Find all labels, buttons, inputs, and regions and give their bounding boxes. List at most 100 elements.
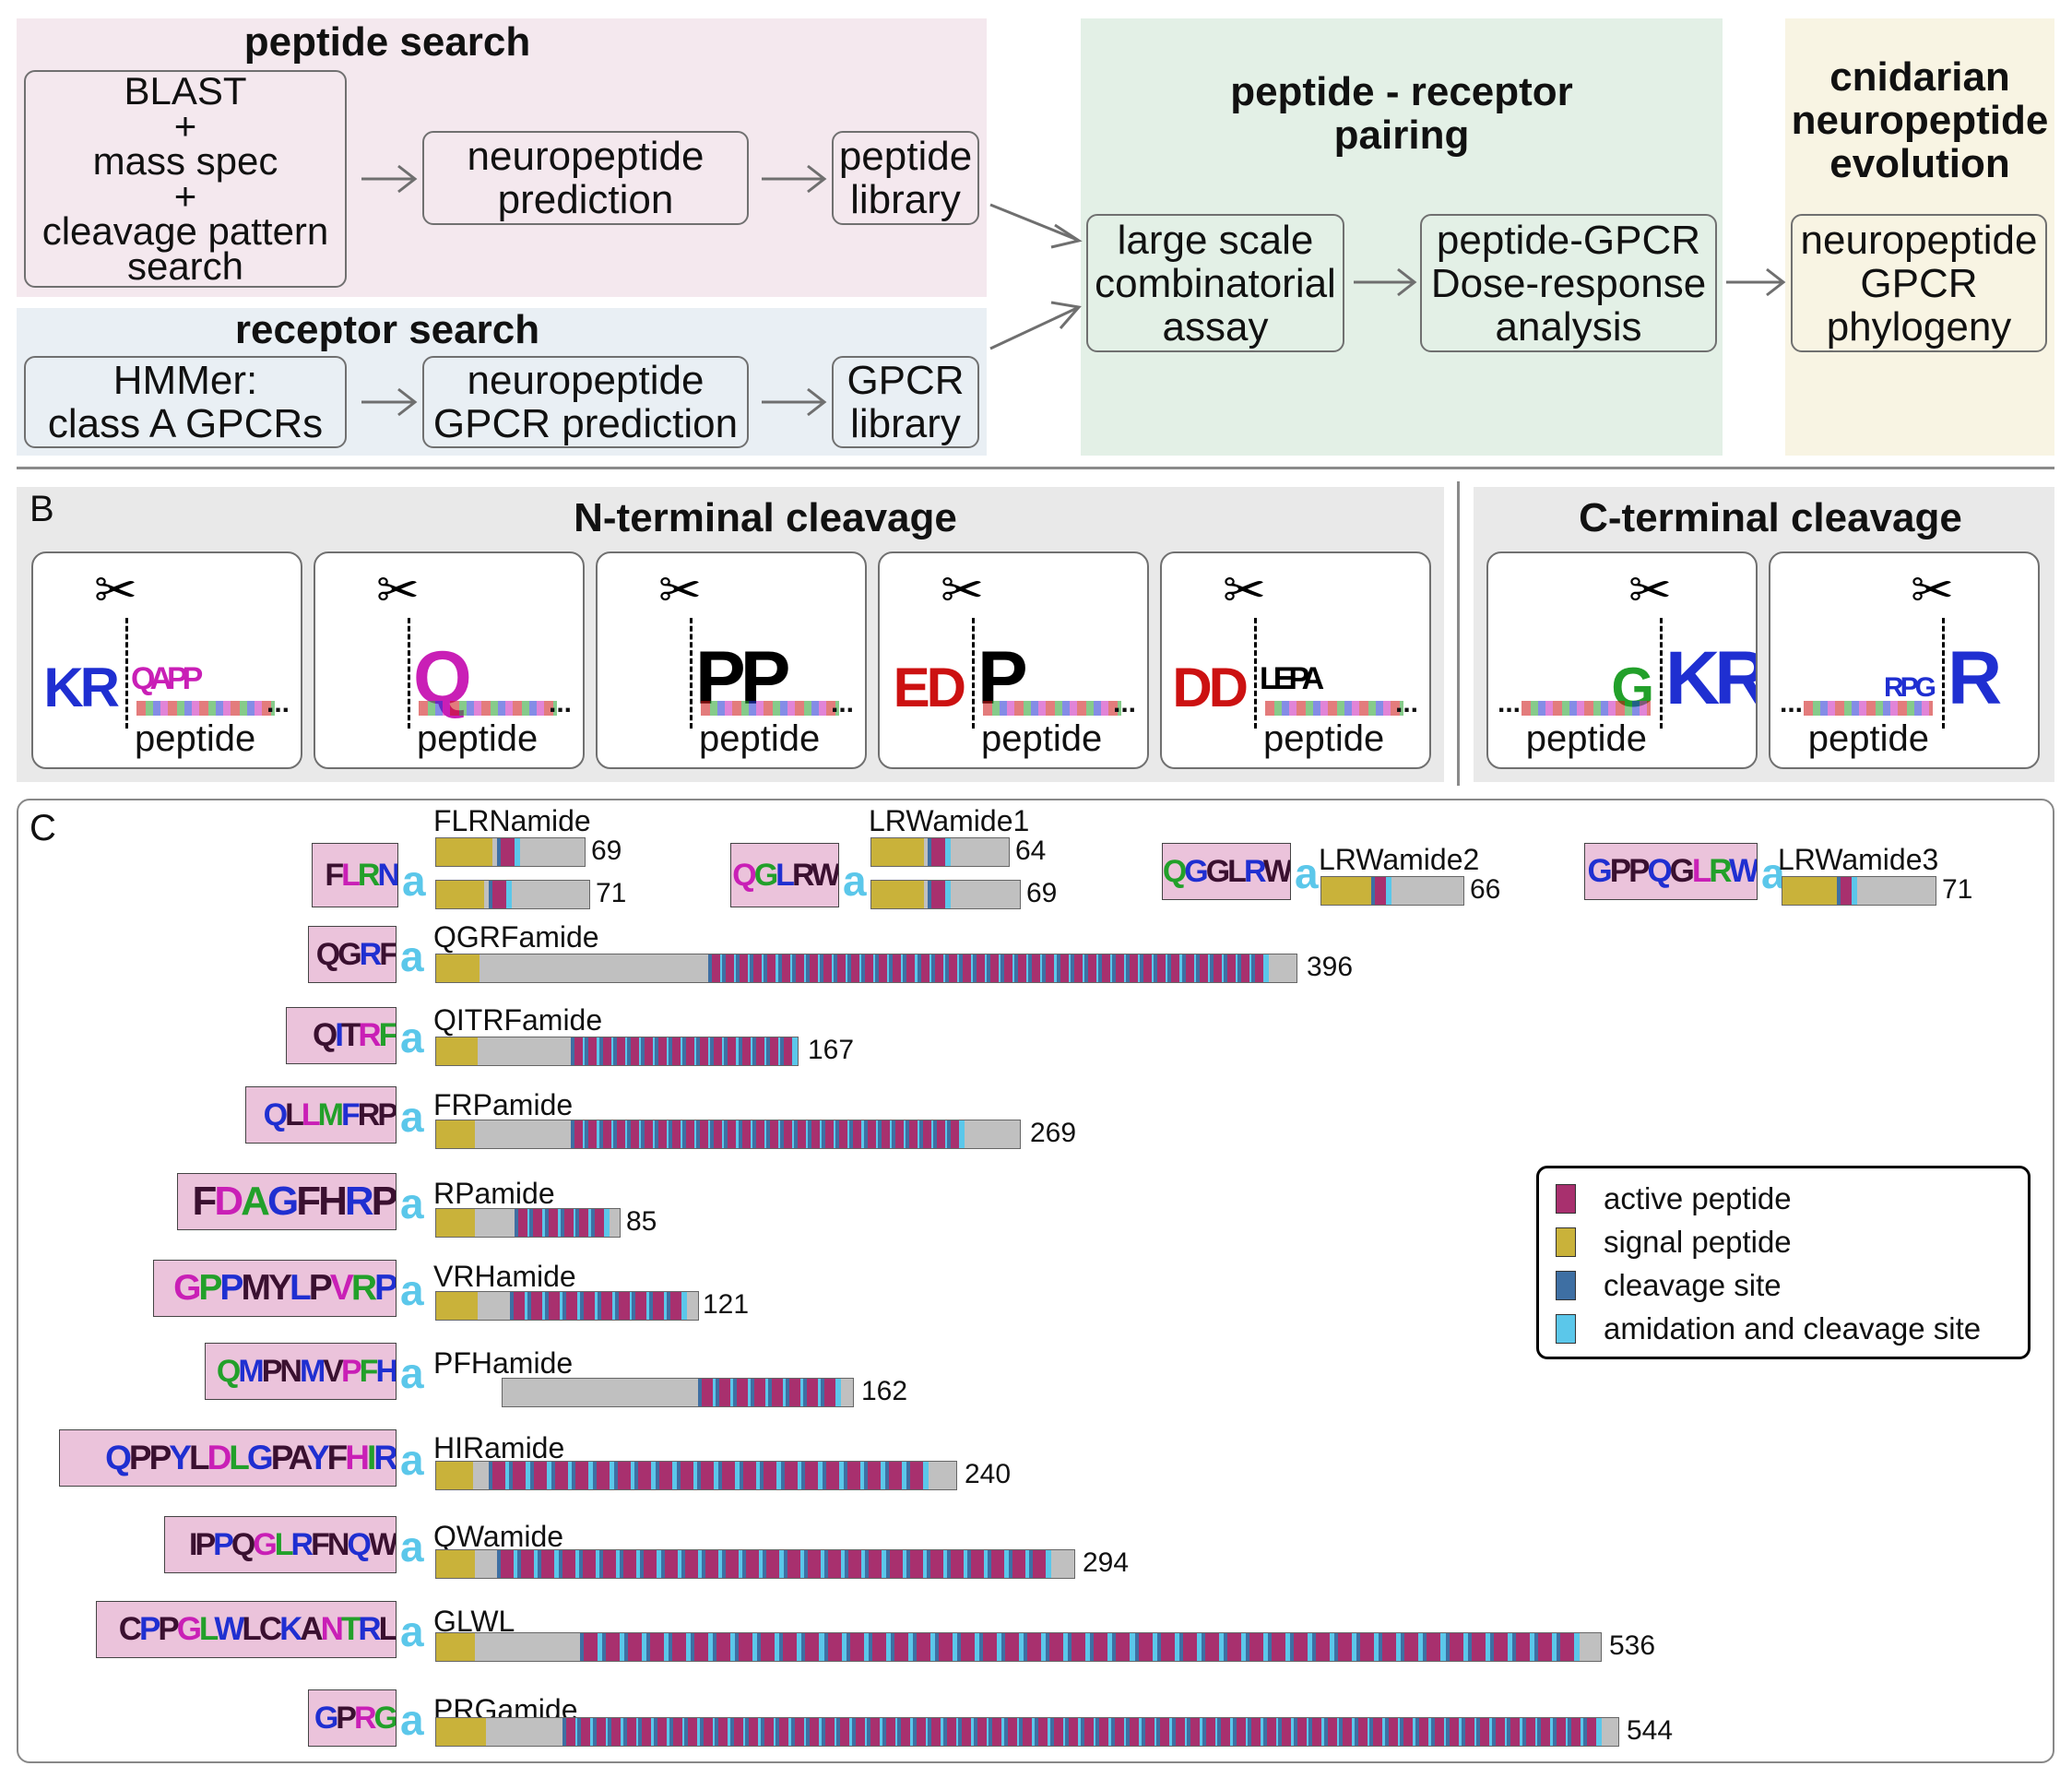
sequence-logo: QPPYLDLGPAYFHIR [59,1429,397,1487]
logo-letter: L [242,1611,261,1647]
logo-letters: CPPGLWLCKANTRL [119,1602,396,1657]
cleavage-line [125,618,128,729]
cleavage-mark [852,1718,856,1746]
cleavage-mark [684,1718,688,1746]
active-segment [575,1462,588,1489]
cleavage-mark [928,881,931,908]
sequence-logo: CPPGLWLCKANTRL [96,1601,397,1658]
active-segment [910,1462,923,1489]
cleavage-mark [1179,1633,1183,1661]
amidation-mark [776,1462,782,1489]
logo-letter: G [373,1701,396,1736]
cleavage-mark [824,1633,828,1661]
cleavage-mark [1154,954,1157,982]
cleavage-mark [559,1550,562,1578]
cleavage-mark [780,1120,784,1148]
active-segment [828,1633,842,1661]
amide-a: a [400,1013,424,1061]
active-segment [798,1120,806,1148]
cleavage-mark [847,954,851,982]
active-segment [743,1462,756,1489]
active-segment [1312,1718,1321,1746]
logo-letter: M [238,1354,264,1389]
logo-letter: C [258,1611,282,1647]
logo-letter: F [359,1354,379,1389]
cleavage-mark [510,1292,514,1320]
logo-letter: Q [312,1017,337,1053]
active-segment [1526,1718,1535,1746]
active-segment [740,954,748,982]
sequence-logo: QGRF [308,926,397,983]
active-segment [1072,1633,1085,1661]
active-segment [1027,1633,1041,1661]
active-segment [868,1120,876,1148]
active-segment [644,1550,657,1578]
logo-letter: W [1728,853,1757,889]
active-segment [1480,1718,1489,1746]
amidation-mark [718,1550,724,1578]
active-segment [1496,1718,1505,1746]
cleavage-mark [602,1633,606,1661]
blast-box: BLAST + mass spec + cleavage pattern sea… [24,70,347,288]
amidation-mark [610,1462,615,1489]
active-segment [889,1462,902,1489]
active-segment [492,1462,505,1489]
amidation-mark [554,1550,560,1578]
cleavage-mark [655,1037,658,1065]
cleavage-mark [1237,954,1241,982]
logo-letter: L [285,1097,304,1132]
cleavage-mark [1019,1718,1023,1746]
logo-letter: R [1243,854,1266,889]
logo-letter: R [358,1017,381,1053]
cleavage-mark [849,1120,853,1148]
active-segment [681,1462,693,1489]
cleavage-mark [1400,1718,1403,1746]
scissors-icon: ✂ [658,561,702,619]
cleavage-line [972,618,975,729]
active-segment [869,1550,882,1578]
active-segment [853,1120,861,1148]
cleavage-mark [867,1718,870,1746]
amidation-mark [864,1633,870,1661]
cleavage-mark [1001,1633,1005,1661]
cleavage-mark [928,838,931,866]
precursor-length: 85 [626,1206,657,1237]
active-segment [657,1718,667,1746]
amidation-mark [515,838,520,866]
cleavage-mark [599,1550,603,1578]
cleavage-mark [913,1718,917,1746]
amidation-mark [818,1462,823,1489]
cleavage-mark [661,1550,665,1578]
logo-letter: W [214,1611,244,1647]
active-segment [894,1633,908,1661]
cleavage-mark [613,1120,617,1148]
active-segment [1389,1718,1398,1746]
signal-segment [436,1120,475,1148]
logo-letter: F [192,1179,218,1224]
logo-letter: F [379,937,396,972]
cleavage-mark [638,1718,642,1746]
logo-letter: M [299,1354,326,1389]
cleavage-mark [1553,1718,1557,1746]
precursor-length: 240 [965,1459,1012,1489]
cleavage-mark [903,954,906,982]
active-segment [597,1462,610,1489]
active-segment [694,1633,708,1661]
cleavage-mark [1431,1718,1435,1746]
amide-a: a [400,1607,424,1655]
active-segment [1587,1718,1596,1746]
cleavage-mark [1837,877,1841,905]
precursor-bar [870,880,1021,909]
cleavage-mark [761,1718,764,1746]
active-segment [937,1120,945,1148]
cleavage-mark [931,954,935,982]
precursor-length: 69 [591,836,622,866]
amidation-mark [730,1633,736,1661]
logo-letter: P [261,1354,283,1389]
active-segment [521,1550,534,1578]
active-segment [767,954,776,982]
logo-letter: R [350,1268,377,1308]
precursor-length: 66 [1470,874,1501,905]
cleavage-mark [967,1550,971,1578]
cleavage-mark [545,1209,549,1237]
